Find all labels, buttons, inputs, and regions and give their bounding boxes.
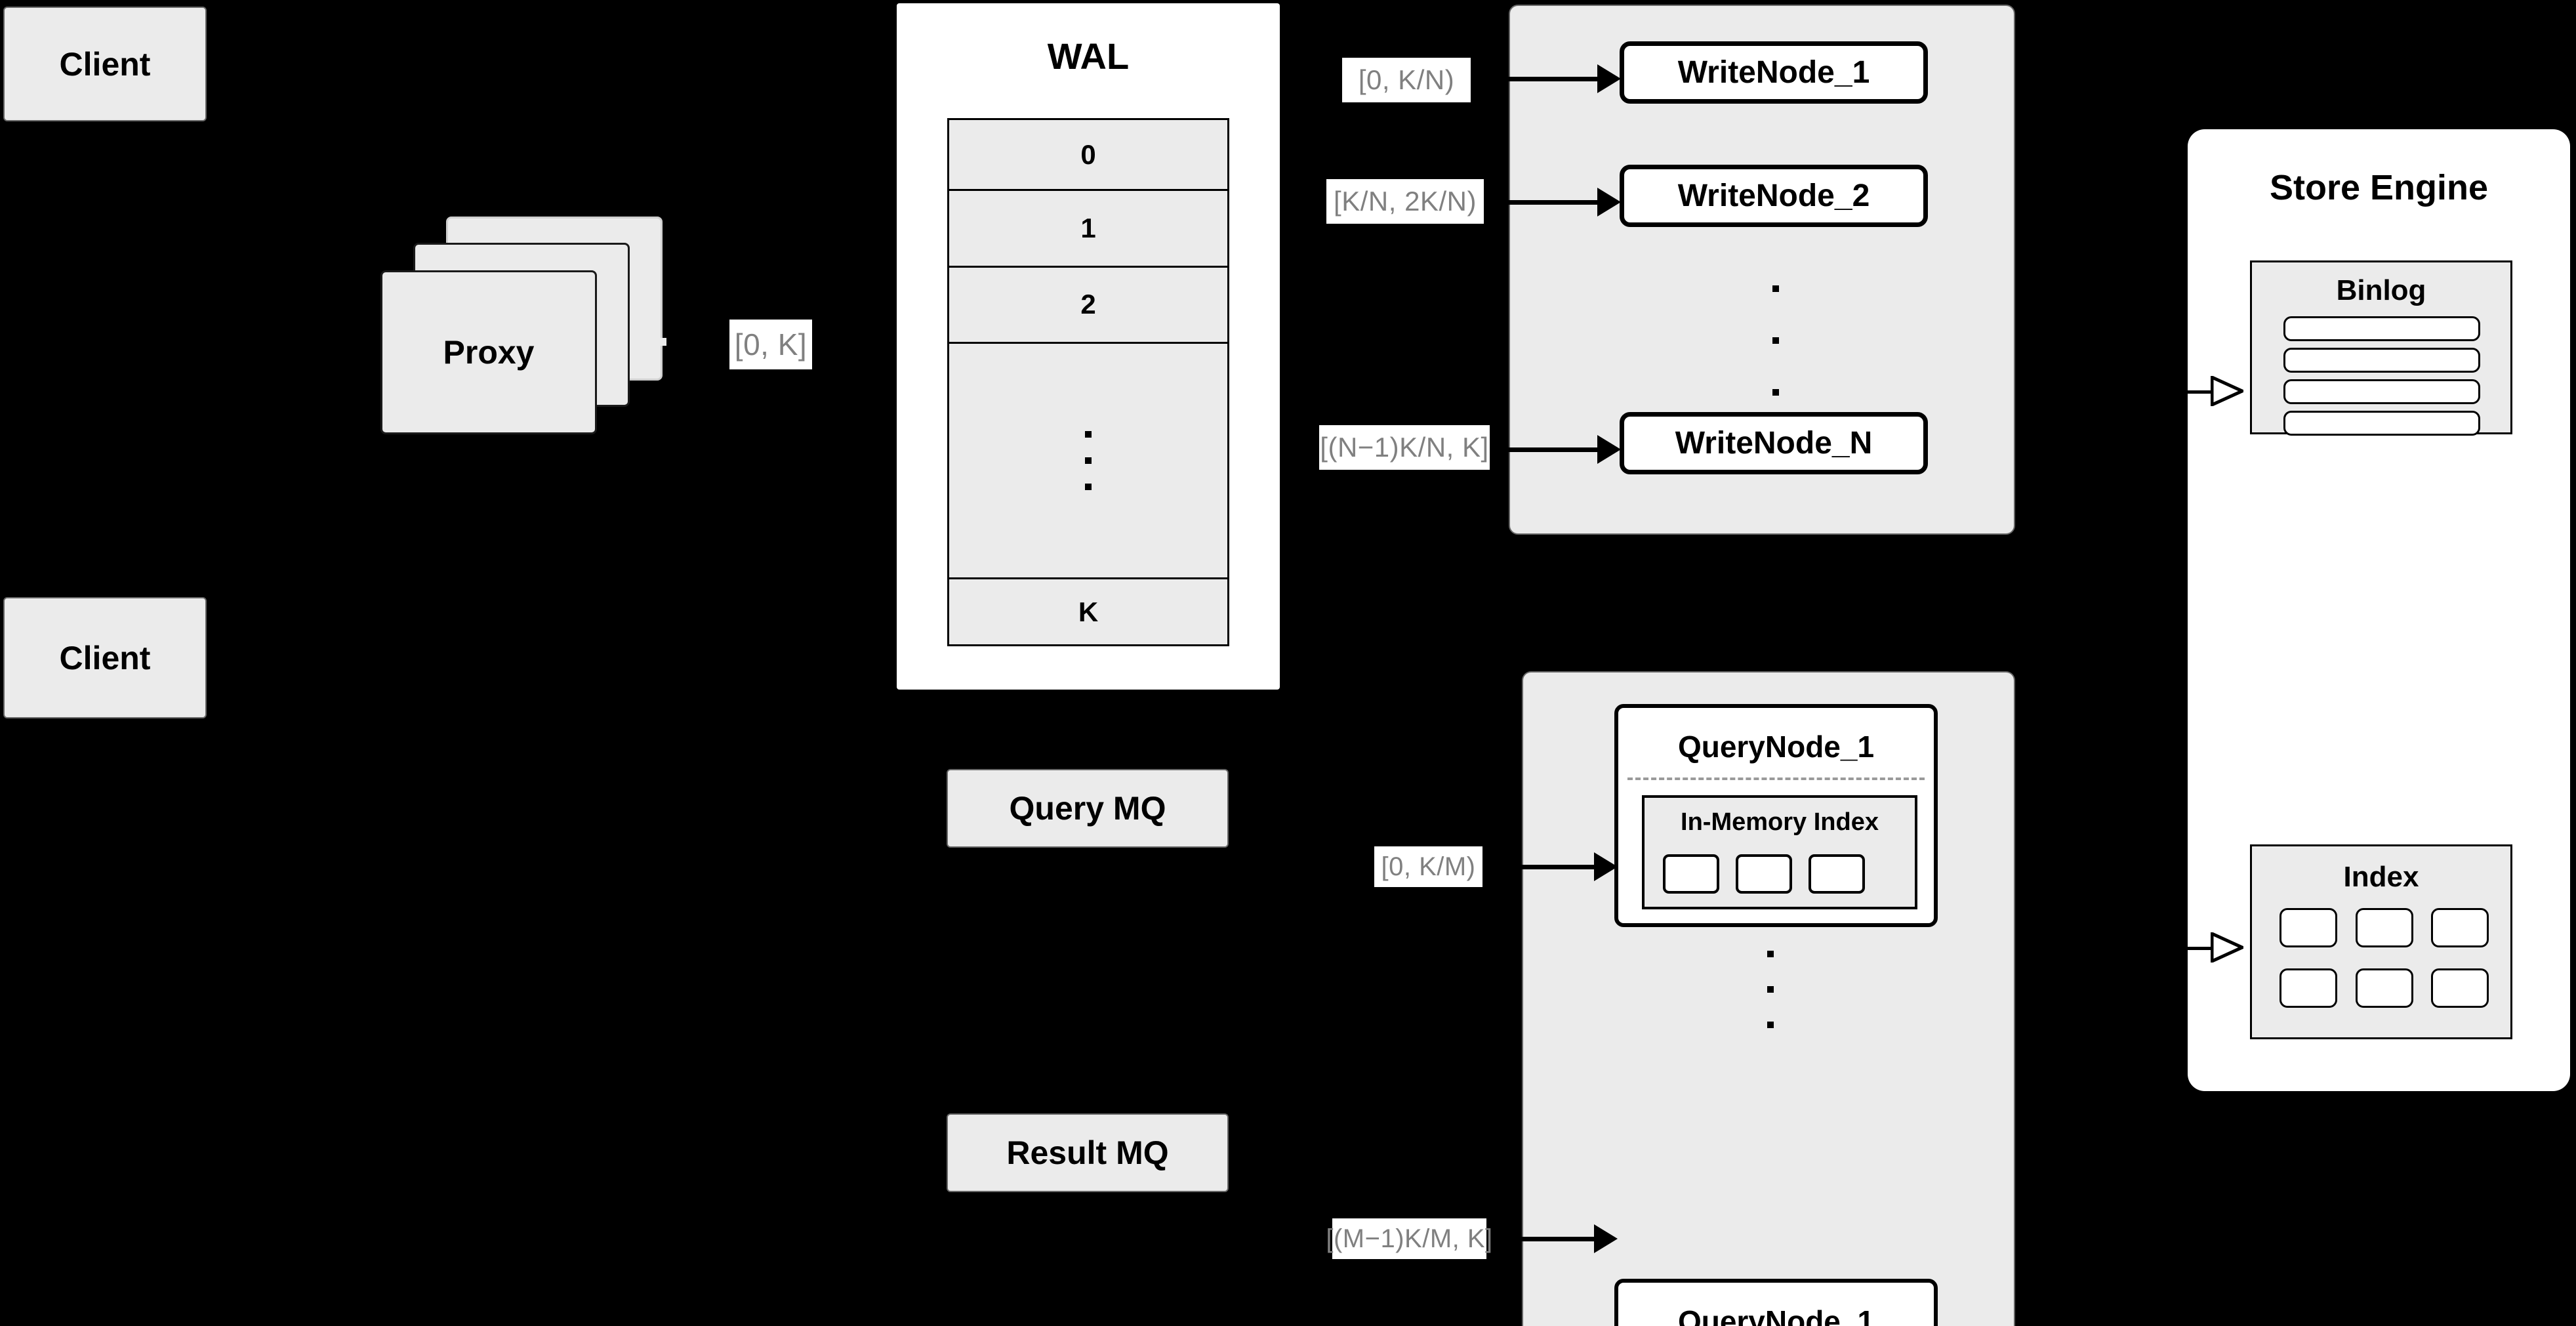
index-arrow-line	[2188, 947, 2214, 950]
write-node-n-range-label: [(N−1)K/N, K]	[1319, 425, 1490, 470]
query-node-1-inmemory-index: In-Memory Index	[1642, 795, 1917, 909]
client-label-1: Client	[59, 45, 151, 83]
ellipsis-dot	[1767, 1022, 1774, 1028]
ellipsis-dot	[1767, 986, 1774, 993]
result-mq-label: Result MQ	[1006, 1134, 1169, 1171]
binlog-row[interactable]	[2283, 348, 2480, 373]
query-node-1-arrow-head	[1594, 852, 1618, 881]
write-node-1-arrow-line	[1509, 77, 1601, 81]
write-node-2-arrow-line	[1509, 200, 1601, 205]
query-node-m-label: QueryNode_1	[1677, 1304, 1875, 1326]
write-node-2[interactable]: WriteNode_2	[1620, 165, 1928, 227]
binlog-arrow-line	[2188, 390, 2214, 394]
client-label-2: Client	[59, 639, 151, 676]
write-node-n-label: WriteNode_N	[1675, 426, 1873, 461]
index-cell[interactable]	[2356, 968, 2413, 1008]
index-cell[interactable]	[1736, 854, 1792, 894]
binlog-row[interactable]	[2283, 411, 2480, 436]
ellipsis-dot	[1772, 337, 1779, 344]
write-node-1-label: WriteNode_1	[1677, 55, 1870, 90]
wal-row[interactable]: 2	[949, 267, 1227, 344]
wal-row[interactable]: K	[949, 579, 1227, 644]
ellipsis-dot	[1772, 285, 1779, 292]
write-node-1[interactable]: WriteNode_1	[1620, 41, 1928, 104]
write-node-2-range-label: [K/N, 2K/N)	[1326, 179, 1484, 224]
index-cell[interactable]	[2431, 968, 2489, 1008]
proxy-label: Proxy	[443, 334, 535, 371]
query-mq-label: Query MQ	[1009, 790, 1166, 827]
write-node-n[interactable]: WriteNode_N	[1620, 412, 1928, 474]
query-node-1-arrow-line	[1522, 865, 1597, 869]
wal-panel: WAL 0 1 2 K	[897, 3, 1280, 690]
query-node-1-label: QueryNode_1	[1677, 730, 1875, 764]
query-node-1-inmemory-index-title: In-Memory Index	[1681, 808, 1879, 836]
proxy-connector-nub	[630, 338, 666, 346]
write-node-2-arrow-head	[1597, 188, 1621, 217]
wal-row[interactable]: 1	[949, 191, 1227, 268]
write-node-1-range-label: [0, K/N)	[1342, 58, 1471, 102]
wal-rows: 0 1 2 K	[947, 118, 1229, 646]
binlog-row[interactable]	[2283, 379, 2480, 404]
wal-row-ellipsis	[949, 343, 1227, 580]
write-cluster-ellipsis	[1771, 285, 1780, 396]
client-box-1[interactable]: Client	[3, 7, 207, 121]
write-node-1-arrow-head	[1597, 64, 1621, 93]
result-mq-box[interactable]: Result MQ	[947, 1113, 1229, 1192]
ellipsis-dot	[1085, 484, 1092, 491]
query-node-1[interactable]: QueryNode_1 In-Memory Index	[1614, 704, 1938, 927]
write-node-2-label: WriteNode_2	[1677, 178, 1870, 213]
ellipsis-dot	[1772, 389, 1779, 396]
query-node-1-range-label: [0, K/M)	[1374, 846, 1482, 887]
query-node-m[interactable]: QueryNode_1 In-Memory Index	[1614, 1279, 1938, 1326]
ellipsis-dot	[1767, 951, 1774, 957]
index-arrow-head	[2211, 932, 2243, 963]
store-engine-title: Store Engine	[2269, 168, 2489, 207]
query-mq-box[interactable]: Query MQ	[947, 769, 1229, 848]
query-node-m-range-label: [(M−1)K/M, K]	[1326, 1218, 1492, 1259]
index-cell[interactable]	[1663, 854, 1719, 894]
index-cell[interactable]	[2280, 968, 2337, 1008]
binlog-row[interactable]	[2283, 316, 2480, 341]
index-cell[interactable]	[2356, 908, 2413, 947]
wal-row[interactable]: 0	[949, 120, 1227, 192]
index-cell[interactable]	[2431, 908, 2489, 947]
query-node-1-divider	[1627, 777, 1925, 780]
index-panel: Index	[2250, 844, 2512, 1039]
binlog-title: Binlog	[2336, 274, 2426, 306]
query-cluster-ellipsis	[1766, 951, 1775, 1028]
client-box-2[interactable]: Client	[3, 597, 207, 718]
store-engine-panel: Store Engine Binlog Index	[2188, 129, 2570, 1091]
proxy-card-front[interactable]: Proxy	[380, 270, 597, 434]
write-node-n-arrow-line	[1509, 447, 1601, 452]
binlog-arrow-head	[2211, 376, 2243, 406]
ellipsis-dot	[1085, 431, 1092, 438]
query-node-m-arrow-line	[1522, 1237, 1597, 1241]
ellipsis-dot	[1085, 457, 1092, 465]
index-cell[interactable]	[2280, 908, 2337, 947]
query-node-m-arrow-head	[1594, 1224, 1618, 1253]
index-title: Index	[2343, 861, 2419, 893]
index-cell[interactable]	[1809, 854, 1865, 894]
binlog-panel: Binlog	[2250, 260, 2512, 436]
wal-title: WAL	[1047, 35, 1130, 77]
write-node-n-arrow-head	[1597, 435, 1621, 464]
proxy-range-label: [0, K]	[729, 320, 812, 369]
